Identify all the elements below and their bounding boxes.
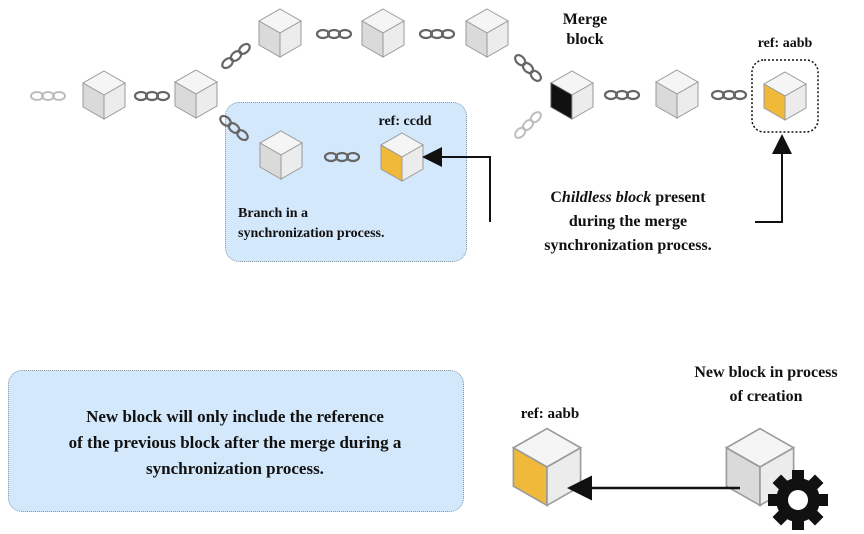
chain-link-icon xyxy=(219,40,253,72)
chain-link-icon xyxy=(512,52,544,84)
branch-panel xyxy=(225,102,467,262)
arrow-icon xyxy=(755,134,792,223)
childless-suffix: present xyxy=(651,189,706,206)
branch-caption-line1: Branch in a xyxy=(238,206,309,221)
chain-link-icon xyxy=(217,112,251,144)
ref-label-top-right: ref: aabb xyxy=(757,36,813,51)
merge-block-line2: block xyxy=(566,31,604,48)
childless-block-frame xyxy=(751,59,819,133)
chain-link-icon xyxy=(710,89,748,101)
referenced-block-cube xyxy=(512,427,582,507)
branch-block-cube xyxy=(380,132,424,182)
block-cube xyxy=(361,8,405,58)
block-cube xyxy=(174,69,218,119)
childless-prefix: C xyxy=(550,189,562,206)
chain-link-icon xyxy=(603,89,641,101)
merge-block-line1: Merge xyxy=(562,11,608,28)
childless-caption-line3: synchronization process. xyxy=(544,237,712,254)
new-block-line2: of creation xyxy=(729,388,803,405)
merge-block-label: Merge block xyxy=(545,10,625,50)
merge-block-cube xyxy=(550,70,594,120)
branch-caption-line2: synchronization process. xyxy=(238,226,385,241)
block-cube xyxy=(82,70,126,120)
info-line2: of the previous block after the merge du… xyxy=(68,433,402,452)
childless-italic: hildless block xyxy=(561,189,652,206)
info-line1: New block will only include the referenc… xyxy=(86,407,384,426)
info-panel xyxy=(8,370,464,512)
ref-label-branch: ref: ccdd xyxy=(378,114,432,129)
gear-icon xyxy=(768,470,828,530)
info-line3: synchronization process. xyxy=(146,459,324,478)
block-cube xyxy=(259,130,303,180)
info-text: New block will only include the referenc… xyxy=(10,404,460,482)
chain-link-icon xyxy=(315,28,353,40)
block-cube xyxy=(655,69,699,119)
chain-link-icon xyxy=(30,91,66,101)
chain-link-icon xyxy=(512,109,544,141)
branch-caption: Branch in a synchronization process. xyxy=(238,204,438,244)
block-cube xyxy=(465,8,509,58)
childless-caption-line1: Childless block present xyxy=(508,186,748,210)
childless-block-cube xyxy=(763,71,807,121)
block-cube xyxy=(258,8,302,58)
arrow-icon xyxy=(422,147,491,222)
childless-caption-line2: during the merge xyxy=(568,213,688,230)
ref-label-bottom: ref: aabb xyxy=(520,406,580,422)
new-block-line1: New block in process xyxy=(694,364,838,381)
chain-link-icon xyxy=(418,28,456,40)
new-block-caption: New block in process of creation xyxy=(666,361,864,409)
chain-link-icon xyxy=(133,90,171,102)
chain-link-icon xyxy=(323,151,361,163)
childless-caption: Childless block present during the merge… xyxy=(508,186,748,258)
